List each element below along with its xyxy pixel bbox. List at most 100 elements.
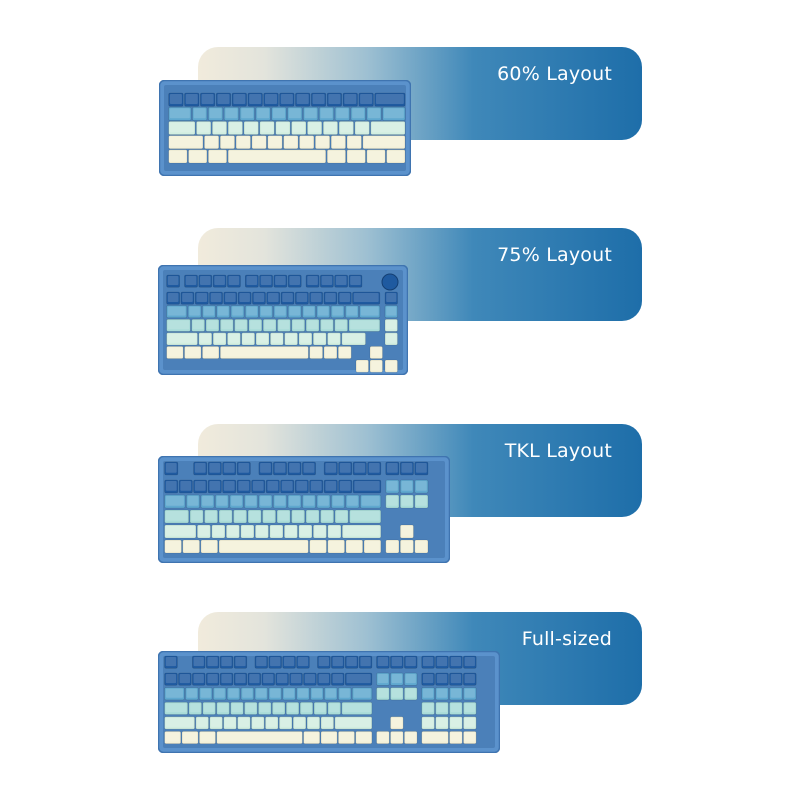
keycap — [463, 655, 477, 669]
keycap-top — [304, 674, 316, 684]
keycap-top — [328, 541, 344, 551]
keycap-top — [265, 94, 278, 104]
keycap-top — [242, 688, 253, 698]
keycap-top — [227, 526, 239, 536]
keycap — [414, 539, 429, 554]
keycap — [241, 332, 256, 346]
keyboard-tkl — [158, 456, 450, 563]
keycap — [338, 687, 352, 701]
keycap-top — [300, 136, 313, 147]
keycap — [212, 687, 227, 701]
keyboard-tkl-graphic — [158, 456, 450, 563]
keycap-top — [260, 496, 271, 506]
keycap-top — [436, 703, 448, 713]
keycap — [227, 332, 241, 346]
keycap-top — [290, 674, 302, 684]
keyboard-60-percent — [159, 80, 411, 176]
keycap — [348, 318, 381, 332]
keycap-top — [318, 496, 329, 506]
keycap-top — [267, 293, 279, 302]
keycap-top — [216, 496, 228, 506]
keycap-top — [344, 94, 357, 104]
keycap — [327, 701, 341, 715]
keycap-top — [246, 306, 258, 316]
keycap — [307, 121, 323, 135]
keycap — [345, 655, 359, 669]
keycap — [188, 149, 208, 164]
keycap-top — [336, 511, 348, 521]
keycap-top — [314, 333, 326, 343]
keycap-top — [234, 511, 246, 521]
keycap-top — [197, 717, 208, 727]
keycap — [345, 672, 373, 686]
keycap-top — [214, 333, 225, 343]
keycap — [255, 332, 270, 346]
keycap — [211, 121, 228, 135]
keycap-top — [217, 94, 230, 104]
keycap-top — [307, 276, 318, 285]
keycap-top — [357, 361, 368, 370]
keycap-top — [241, 108, 254, 119]
keycap — [184, 92, 200, 107]
keycap — [245, 274, 259, 288]
keycap-top — [353, 688, 371, 698]
keycap-top — [264, 320, 275, 330]
keycap-top — [346, 657, 357, 667]
keycap — [237, 716, 251, 730]
keycap-top — [283, 688, 295, 698]
keycap — [384, 359, 398, 373]
keycap-top — [292, 122, 305, 133]
keycap — [262, 318, 277, 332]
keycap-top — [318, 306, 329, 316]
keycap-top — [165, 526, 195, 536]
keycap-top — [289, 276, 300, 285]
keycap — [363, 539, 382, 554]
keycap-top — [245, 703, 257, 713]
keycap — [291, 509, 306, 524]
keycap-top — [422, 703, 434, 713]
keycap — [341, 701, 373, 715]
keycap — [414, 461, 429, 476]
keycap-top — [245, 122, 258, 133]
keycap — [312, 332, 327, 346]
keycap — [334, 274, 348, 288]
keycap-top — [386, 361, 397, 370]
keycap — [291, 318, 306, 332]
keycap — [244, 701, 258, 715]
keycap-top — [387, 150, 404, 161]
keycap — [354, 121, 370, 135]
keycap-top — [202, 541, 217, 551]
keycap-top — [300, 333, 311, 343]
keycap — [435, 687, 449, 701]
keycap-top — [335, 276, 347, 285]
keycap — [268, 687, 282, 701]
keycap-top — [220, 541, 308, 551]
keycap-top — [235, 320, 247, 330]
keycap-top — [320, 108, 333, 119]
keycap — [215, 494, 229, 509]
keycap-top — [321, 511, 333, 521]
keycap-top — [271, 333, 283, 343]
keycap-top — [401, 541, 413, 551]
keycap — [309, 539, 327, 554]
keycap — [225, 524, 240, 539]
keycap — [385, 539, 400, 554]
keycap — [302, 305, 316, 319]
keycap — [204, 509, 219, 524]
keycap — [164, 716, 195, 730]
keycap — [164, 539, 182, 554]
keycap — [164, 701, 189, 715]
keycap — [349, 509, 382, 524]
keycap — [231, 92, 247, 107]
keycap — [390, 716, 404, 730]
keycap — [245, 305, 259, 319]
keycap-top — [354, 463, 366, 473]
keycap — [218, 509, 233, 524]
keycap-top — [368, 463, 380, 473]
keycap-top — [436, 657, 448, 667]
keycap-top — [270, 657, 281, 667]
keycap — [334, 318, 348, 332]
keycap-top — [386, 541, 398, 551]
keycap — [435, 672, 449, 686]
keycap — [219, 655, 234, 669]
